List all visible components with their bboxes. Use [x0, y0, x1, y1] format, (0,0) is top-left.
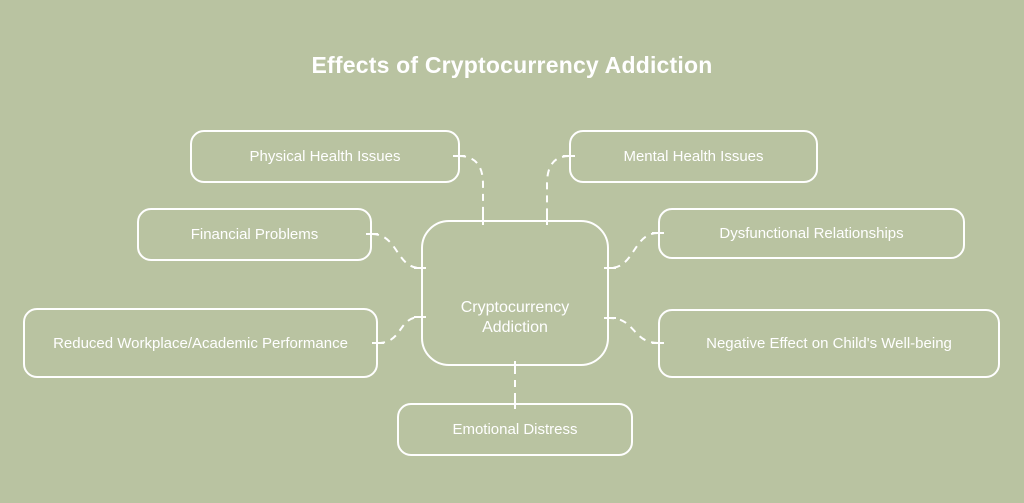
node-label: Financial Problems [190, 226, 319, 243]
node-negative-effect-on-childs-well-being: Negative Effect on Child's Well-being [658, 309, 1000, 378]
node-label: Physical Health Issues [249, 148, 401, 165]
edge-center-financial-problems [371, 233, 421, 269]
edge-center-physical-health-issues [458, 155, 484, 219]
edge-center-negative-effect-on-childs-well-being [609, 317, 659, 344]
node-financial-problems: Financial Problems [137, 208, 372, 261]
edge-center-dysfunctional-relationships [609, 232, 659, 269]
node-physical-health-issues: Physical Health Issues [190, 130, 460, 183]
node-label: Mental Health Issues [623, 148, 764, 165]
node-reduced-workplace-academic-performance: Reduced Workplace/Academic Performance [23, 308, 378, 378]
node-cryptocurrency-addiction: Cryptocurrency Addiction [421, 220, 609, 366]
node-emotional-distress: Emotional Distress [397, 403, 633, 456]
node-dysfunctional-relationships: Dysfunctional Relationships [658, 208, 965, 259]
node-label: Emotional Distress [452, 421, 578, 438]
edge-center-mental-health-issues [546, 155, 570, 219]
diagram-title: Effects of Cryptocurrency Addiction [311, 52, 713, 78]
node-label: Reduced Workplace/Academic Performance [53, 334, 348, 352]
node-label: Cryptocurrency Addiction [460, 299, 570, 336]
node-label: Negative Effect on Child's Well-being [706, 335, 952, 352]
node-mental-health-issues: Mental Health Issues [569, 130, 818, 183]
node-label: Dysfunctional Relationships [719, 225, 904, 242]
edge-center-reduced-workplace-academic-performance [377, 316, 421, 344]
